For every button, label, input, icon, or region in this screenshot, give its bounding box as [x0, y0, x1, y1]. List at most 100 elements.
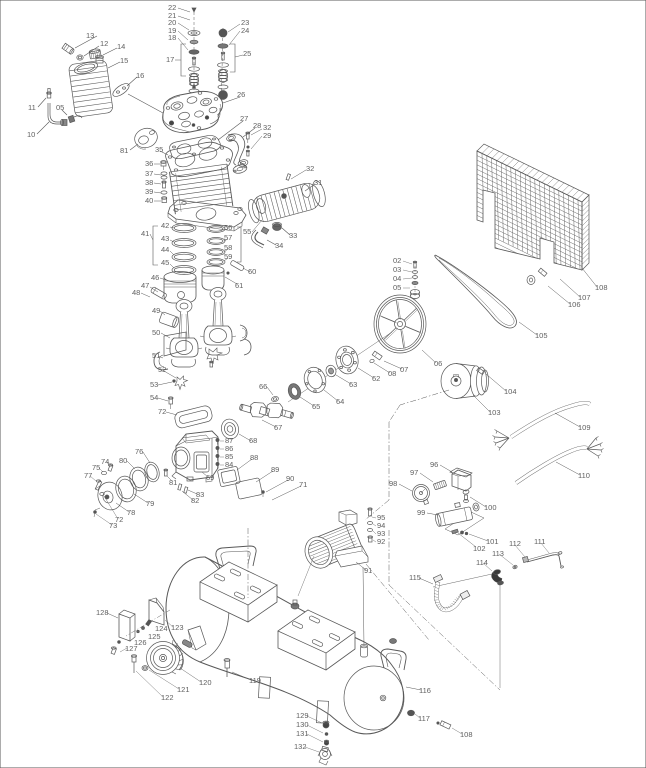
- svg-text:79: 79: [146, 499, 154, 508]
- svg-text:15: 15: [120, 56, 128, 65]
- svg-text:25: 25: [243, 49, 251, 58]
- svg-text:61: 61: [235, 281, 243, 290]
- svg-text:49: 49: [152, 306, 160, 315]
- svg-text:114: 114: [476, 558, 488, 567]
- svg-text:27: 27: [240, 114, 248, 123]
- svg-text:72: 72: [115, 515, 123, 524]
- svg-text:66: 66: [259, 382, 267, 391]
- svg-text:75: 75: [92, 463, 100, 472]
- svg-text:84: 84: [225, 460, 233, 469]
- svg-text:40: 40: [145, 196, 153, 205]
- svg-text:13: 13: [86, 31, 94, 40]
- svg-text:108: 108: [460, 730, 473, 739]
- svg-text:59: 59: [224, 252, 232, 261]
- svg-text:112: 112: [509, 539, 521, 548]
- svg-text:128: 128: [96, 608, 109, 617]
- svg-text:111: 111: [534, 537, 545, 546]
- svg-text:89: 89: [271, 465, 279, 474]
- svg-text:34: 34: [275, 241, 283, 250]
- svg-text:68: 68: [249, 436, 257, 445]
- svg-text:107: 107: [578, 293, 591, 302]
- svg-text:78: 78: [127, 508, 135, 517]
- svg-text:39: 39: [145, 187, 153, 196]
- svg-text:47: 47: [141, 281, 149, 290]
- svg-text:125: 125: [148, 632, 161, 641]
- svg-text:94: 94: [377, 521, 385, 530]
- svg-text:32: 32: [263, 123, 271, 132]
- svg-text:53: 53: [150, 380, 158, 389]
- svg-text:86: 86: [225, 444, 233, 453]
- svg-text:02: 02: [393, 256, 401, 265]
- svg-text:19: 19: [168, 26, 176, 35]
- svg-text:36: 36: [145, 159, 153, 168]
- svg-text:60: 60: [248, 267, 256, 276]
- svg-text:14: 14: [117, 42, 125, 51]
- svg-text:07: 07: [400, 365, 408, 374]
- svg-text:45: 45: [161, 258, 169, 267]
- svg-text:88: 88: [250, 453, 258, 462]
- svg-text:101: 101: [486, 537, 499, 546]
- svg-text:127: 127: [125, 644, 138, 653]
- svg-text:117: 117: [418, 714, 430, 723]
- svg-text:121: 121: [177, 685, 190, 694]
- svg-text:102: 102: [473, 544, 486, 553]
- svg-text:58: 58: [224, 243, 232, 252]
- svg-text:52: 52: [158, 365, 166, 374]
- svg-text:42: 42: [161, 221, 169, 230]
- svg-text:10: 10: [27, 130, 35, 139]
- svg-text:109: 109: [578, 423, 591, 432]
- svg-text:03: 03: [393, 265, 401, 274]
- svg-text:90: 90: [286, 474, 294, 483]
- svg-text:16: 16: [136, 71, 144, 80]
- svg-text:106: 106: [568, 300, 581, 309]
- svg-text:05: 05: [393, 283, 401, 292]
- svg-text:85: 85: [225, 452, 233, 461]
- svg-text:51: 51: [152, 351, 160, 360]
- svg-text:20: 20: [168, 18, 176, 27]
- svg-text:41: 41: [141, 229, 149, 238]
- svg-text:44: 44: [161, 245, 169, 254]
- svg-text:72: 72: [158, 407, 166, 416]
- svg-text:103: 103: [488, 408, 501, 417]
- svg-text:116: 116: [419, 686, 431, 695]
- svg-text:98: 98: [389, 479, 397, 488]
- svg-text:26: 26: [237, 90, 245, 99]
- svg-text:120: 120: [199, 678, 212, 687]
- svg-text:54: 54: [150, 393, 158, 402]
- svg-text:81: 81: [169, 478, 177, 487]
- svg-text:18: 18: [168, 33, 176, 42]
- svg-text:57: 57: [224, 233, 232, 242]
- svg-text:130: 130: [296, 720, 309, 729]
- svg-text:62: 62: [372, 374, 380, 383]
- svg-text:28: 28: [253, 121, 261, 130]
- svg-text:48: 48: [132, 288, 140, 297]
- svg-text:132: 132: [294, 742, 307, 751]
- svg-text:56: 56: [224, 223, 232, 232]
- svg-text:63: 63: [349, 380, 357, 389]
- svg-text:96: 96: [430, 460, 438, 469]
- svg-text:11: 11: [28, 103, 36, 112]
- svg-text:123: 123: [171, 623, 184, 632]
- svg-text:08: 08: [388, 369, 396, 378]
- svg-text:24: 24: [241, 26, 249, 35]
- svg-text:97: 97: [410, 468, 418, 477]
- svg-text:05: 05: [56, 103, 64, 112]
- svg-text:95: 95: [377, 513, 385, 522]
- svg-text:122: 122: [161, 693, 174, 702]
- svg-text:81: 81: [120, 146, 128, 155]
- svg-text:92: 92: [377, 537, 385, 546]
- svg-text:12: 12: [100, 39, 108, 48]
- svg-text:119: 119: [249, 676, 261, 685]
- svg-text:69: 69: [206, 473, 214, 482]
- svg-text:87: 87: [225, 436, 233, 445]
- svg-text:22: 22: [168, 3, 176, 12]
- svg-text:126: 126: [134, 638, 147, 647]
- svg-text:46: 46: [151, 273, 159, 282]
- svg-text:93: 93: [377, 529, 385, 538]
- svg-text:131: 131: [296, 729, 309, 738]
- svg-text:32: 32: [306, 164, 314, 173]
- svg-text:82: 82: [191, 496, 199, 505]
- svg-text:64: 64: [336, 397, 344, 406]
- svg-text:21: 21: [168, 11, 176, 20]
- svg-text:67: 67: [274, 423, 282, 432]
